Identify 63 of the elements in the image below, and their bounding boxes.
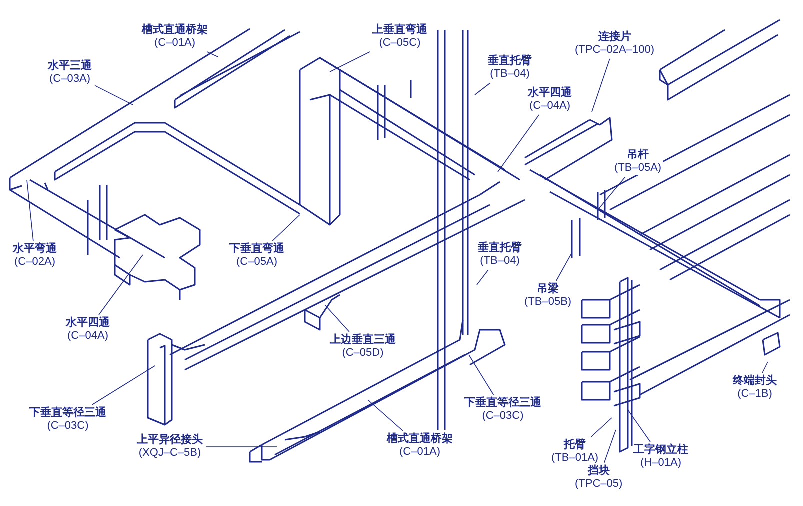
leader-line (98, 254, 144, 316)
part-name: 工字钢立柱 (634, 444, 688, 457)
part-code: (C–05A) (236, 256, 278, 269)
part-code: (C–01A) (398, 446, 442, 459)
leader-line (474, 82, 491, 96)
leader-line (92, 366, 156, 406)
leader-line (206, 446, 278, 448)
leader-line (368, 400, 404, 432)
part-code: (TPC–02A–100) (575, 44, 654, 57)
leader-line (590, 418, 612, 438)
leader-line (476, 270, 489, 286)
part-name: 下垂直等径三通 (464, 397, 542, 410)
part-code: (C–01A) (154, 37, 196, 50)
part-name: 水平弯通 (13, 243, 57, 256)
leader-line (206, 52, 218, 58)
part-name: 水平三通 (48, 60, 92, 73)
part-name: 托臂 (562, 439, 588, 452)
part-code: (TB–05A) (614, 162, 662, 175)
part-code: (TB–05B) (524, 296, 572, 309)
part-code: (C–02A) (14, 256, 56, 269)
part-name: 上边垂直三通 (330, 334, 396, 347)
leader-line (324, 304, 350, 332)
part-code: (C–04A) (66, 330, 110, 343)
part-code: (TB–04) (489, 68, 531, 81)
part-name: 吊杆 (626, 149, 650, 162)
part-name: 挡块 (586, 465, 611, 478)
part-name: 槽式直通桥架 (142, 24, 208, 37)
part-code: (C–03C) (481, 410, 525, 423)
part-code: (TPC–05) (575, 478, 623, 491)
part-name: 吊梁 (536, 283, 560, 296)
part-name: 下垂直等径三通 (30, 407, 106, 420)
part-code: (C–04A) (528, 100, 572, 113)
leader-line (598, 176, 626, 210)
part-name: 终端封头 (733, 375, 777, 388)
part-name: 槽式直通桥架 (387, 433, 453, 446)
part-name: 连接片 (597, 31, 632, 44)
part-code: (C–03C) (46, 420, 90, 433)
part-code: (H–01A) (640, 457, 682, 470)
part-code: (C–03A) (48, 73, 92, 86)
leader-line (592, 58, 610, 112)
leader-line (468, 354, 494, 396)
leader-line (498, 114, 540, 172)
leader-line (762, 362, 768, 374)
part-name: 垂直托臂 (478, 242, 522, 255)
part-name: 垂直托臂 (488, 55, 532, 68)
leader-line (628, 410, 651, 442)
leader-line (330, 52, 370, 72)
part-code: (XQJ–C–5B) (138, 447, 202, 460)
part-code: (C–05C) (378, 37, 422, 50)
part-name: 水平四通 (528, 87, 572, 100)
leader-line (26, 180, 34, 242)
part-name: 下垂直弯通 (230, 243, 284, 256)
leader-line (556, 252, 572, 282)
part-name: 上平异径接头 (137, 434, 203, 447)
leader-line (94, 85, 134, 106)
part-code: (TB–01A) (552, 452, 599, 464)
leader-line (272, 214, 300, 242)
part-code: (C–05D) (341, 347, 385, 360)
part-code: (C–1B) (736, 388, 774, 401)
part-name: 上垂直弯通 (372, 24, 428, 37)
leader-line (604, 430, 616, 464)
part-name: 水平四通 (66, 317, 110, 330)
part-code: (TB–04) (479, 255, 521, 268)
